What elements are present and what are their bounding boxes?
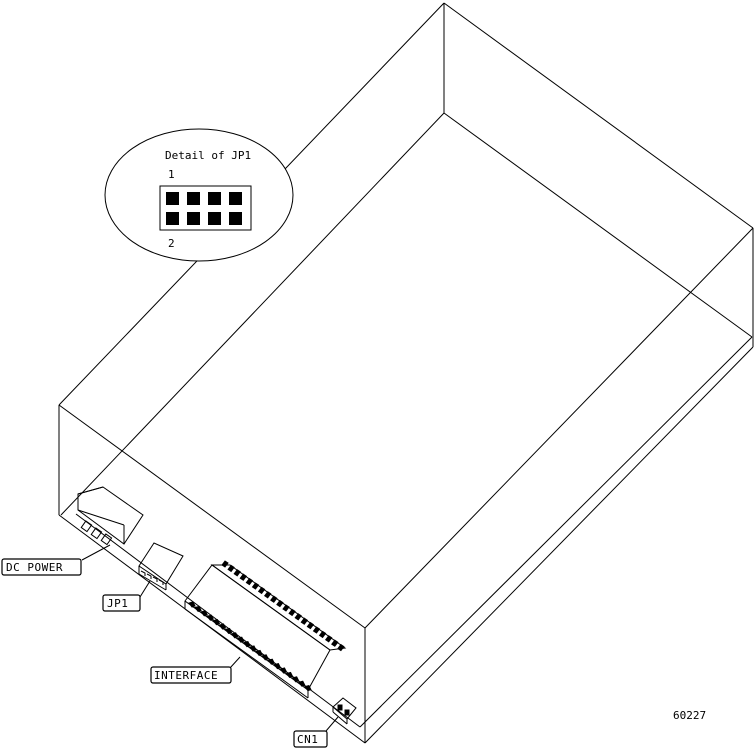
interface-pin (282, 604, 290, 612)
jp1-detail-title: Detail of JP1 (165, 149, 251, 162)
interface-pin (200, 610, 208, 617)
interface-pin (245, 577, 254, 586)
enclosure-bottom-back-right (443, 112, 753, 338)
jp1-label: JP1 (107, 597, 128, 610)
callout-cn1: CN1 (293, 730, 328, 748)
jp1-pin-1-label: 1 (168, 168, 175, 181)
jp1-pin (208, 192, 221, 205)
interface-pin (255, 649, 263, 656)
callout-dc-power: DC POWER (1, 558, 82, 576)
jp1-pin-frame (159, 185, 252, 231)
interface-pin (331, 639, 339, 647)
enclosure-front-top-edge (58, 404, 366, 629)
jp1-pin (187, 192, 200, 205)
callout-jp1: JP1 (102, 594, 141, 612)
jp1-pin (187, 212, 200, 225)
interface-pin (239, 573, 248, 581)
interface-pins-bottom (188, 601, 312, 692)
enclosure-base-inner-right (359, 336, 753, 728)
jp1-pin-2-label: 2 (168, 237, 175, 250)
interface-pin (221, 560, 229, 568)
enclosure-bottom-back-left (60, 112, 445, 516)
interface-pin (276, 599, 284, 608)
interface-pins-top (221, 560, 345, 652)
dc-power-connector (77, 486, 144, 546)
jp1-pin (166, 212, 179, 225)
interface-pin (288, 608, 296, 617)
interface-pin (224, 627, 233, 634)
interface-pin (306, 621, 315, 630)
interface-pin (227, 564, 235, 573)
jp1-detail: Detail of JP1 1 2 (104, 128, 294, 262)
interface-pin (263, 591, 272, 599)
interface-pin (267, 658, 276, 665)
interface-pin (261, 654, 269, 661)
dc-power-label: DC POWER (6, 561, 63, 574)
jp1-pin (208, 212, 221, 225)
jp1-leader (139, 580, 151, 598)
jp1-pin-grid (166, 192, 242, 225)
interface-pin (206, 614, 215, 621)
interface-pin (300, 617, 309, 625)
figure-number: 60227 (673, 709, 706, 722)
interface-pin (251, 582, 260, 590)
jp1-pin (229, 192, 242, 205)
interface-pin (257, 586, 266, 595)
cn1-leader (325, 716, 339, 732)
enclosure-right-bottom-edge (364, 346, 754, 744)
interface-pin (318, 630, 327, 639)
drive-enclosure (58, 2, 754, 744)
interface-pin (312, 626, 321, 634)
interface-pin (270, 595, 278, 603)
cn1-connector (332, 697, 357, 725)
interface-pin (285, 671, 294, 678)
enclosure-top-right-edge (443, 2, 754, 229)
interface-pin (188, 601, 196, 608)
interface-pin (212, 619, 221, 626)
interface-label: INTERFACE (154, 669, 218, 682)
interface-pin (304, 685, 312, 692)
interface-pin (324, 635, 333, 643)
interface-pin (279, 667, 288, 674)
interface-pin (218, 623, 227, 630)
jp1-header (138, 542, 184, 591)
cn1-label: CN1 (297, 733, 318, 746)
callout-leaders (81, 544, 339, 732)
interface-pin (194, 605, 202, 612)
dc-power-leader (81, 544, 111, 561)
callout-interface: INTERFACE (150, 666, 232, 684)
jp1-pin (166, 192, 179, 205)
interface-pin (230, 632, 239, 639)
enclosure-right-top-edge (364, 227, 754, 629)
interface-pin (236, 636, 245, 643)
jp1-pin (229, 212, 242, 225)
interface-pin (249, 645, 257, 652)
interface-pin (297, 680, 306, 687)
interface-leader (229, 656, 241, 669)
interface-pin (291, 676, 300, 683)
interface-pin (233, 569, 241, 577)
interface-pin (243, 641, 251, 648)
interface-pin (273, 663, 282, 670)
interface-pin (337, 643, 345, 652)
interface-pin (294, 613, 302, 621)
interface-connector (184, 560, 347, 699)
